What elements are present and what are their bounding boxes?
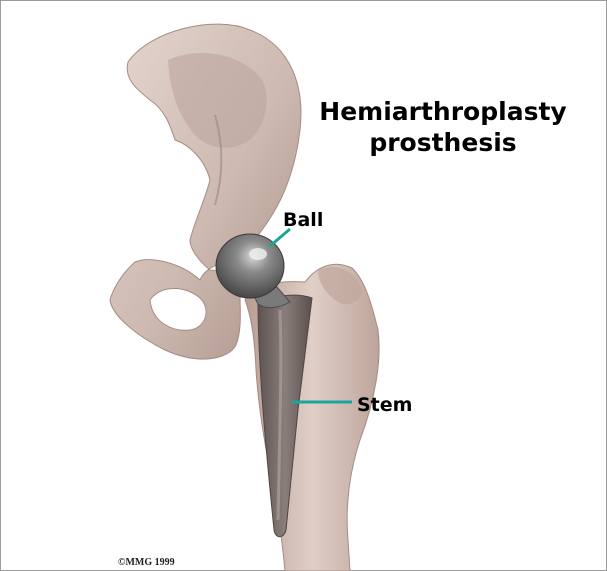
- title-line-1: Hemiarthroplasty: [318, 96, 568, 127]
- ball-highlight: [249, 248, 267, 260]
- ball-label: Ball: [283, 209, 323, 231]
- title-line-2: prosthesis: [318, 127, 568, 158]
- ball-leader-line: [270, 229, 290, 246]
- stem-label: Stem: [357, 394, 412, 416]
- diagram-title: Hemiarthroplasty prosthesis: [318, 96, 568, 158]
- copyright-notice: ©MMG 1999: [118, 557, 175, 568]
